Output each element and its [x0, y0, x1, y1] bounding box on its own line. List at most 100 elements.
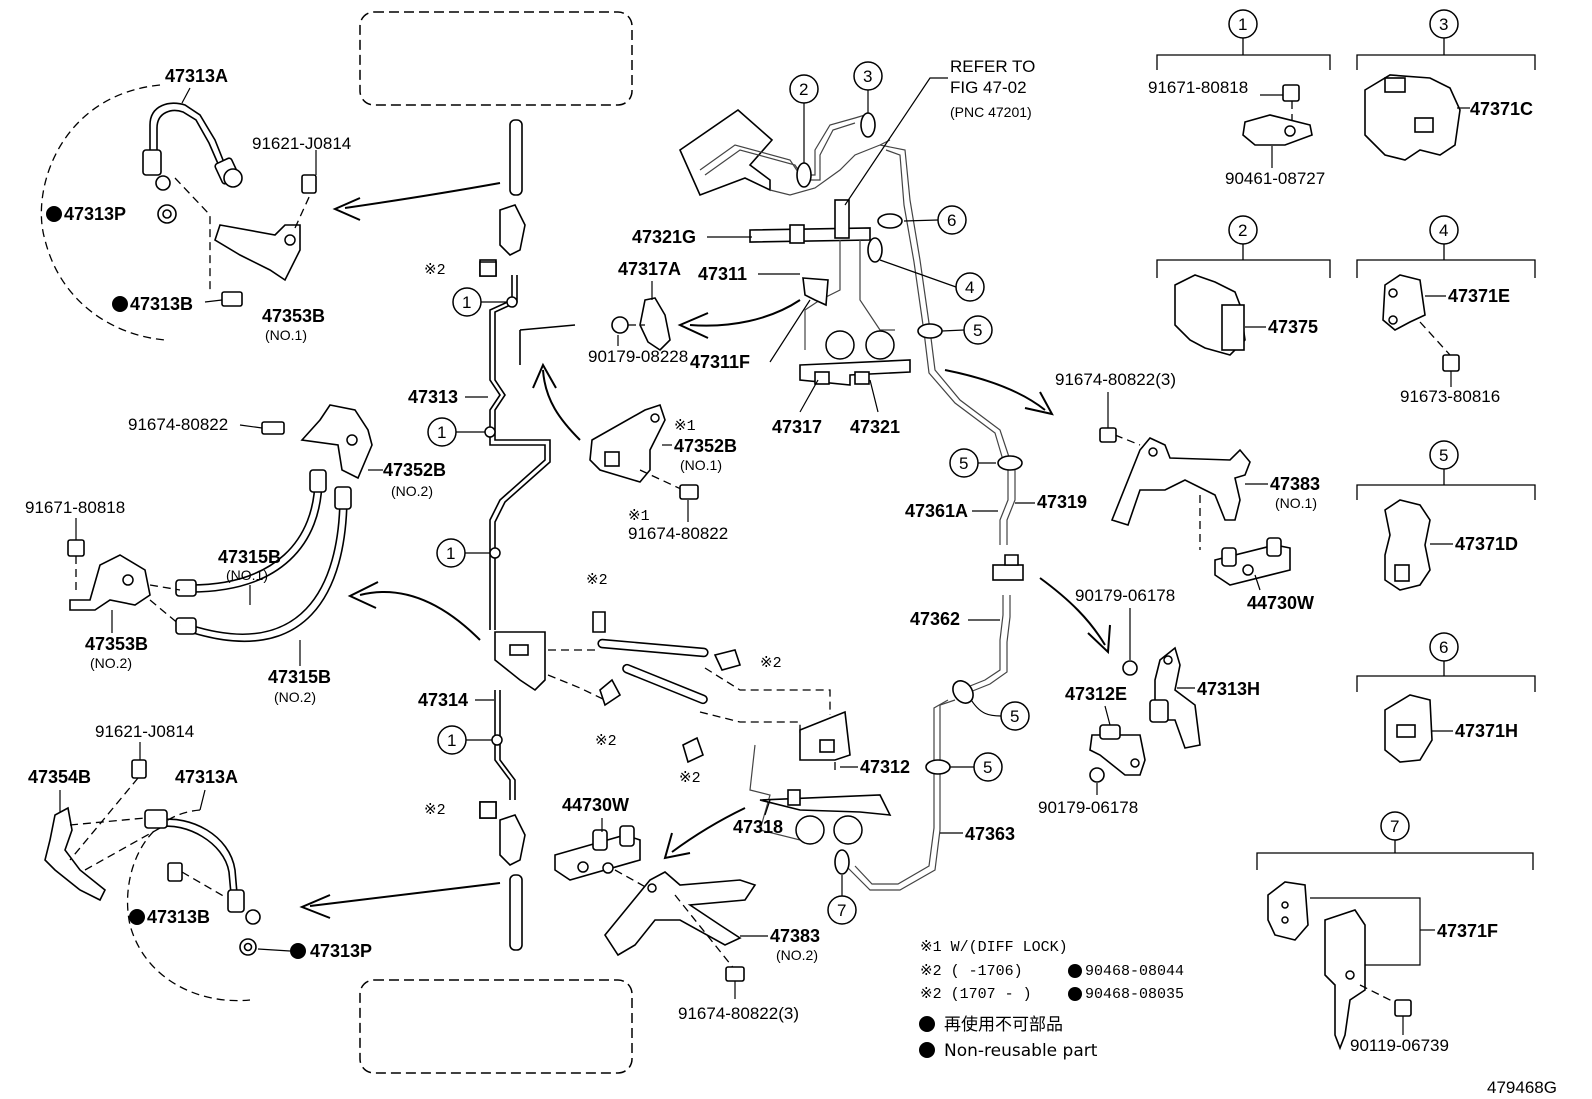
clip-group-2: 2 — [1156, 215, 1331, 356]
label-47371D: 47371D — [1455, 534, 1518, 554]
callout-5-b: 5 — [949, 448, 1023, 478]
note1-text: ※1 W/(DIFF LOCK) — [920, 939, 1068, 956]
svg-text:1: 1 — [1238, 15, 1247, 34]
svg-text:5: 5 — [959, 454, 968, 473]
callout-4: 4 — [867, 237, 985, 302]
label-44730W-bot: 44730W — [562, 795, 629, 815]
note1-mark-b: ※1 — [628, 508, 650, 525]
label-91674-r: 91674-80822(3) — [1055, 370, 1176, 389]
callout-1-b: 1 — [427, 417, 485, 447]
svg-text:2: 2 — [1238, 221, 1247, 240]
label-47313A-bot: 47313A — [175, 767, 238, 787]
label-47313A-top: 47313A — [165, 66, 228, 86]
svg-text:7: 7 — [1390, 817, 1399, 836]
label-47371H: 47371H — [1455, 721, 1518, 741]
label-47313B-top: 47313B — [130, 294, 193, 314]
label-47319: 47319 — [1037, 492, 1087, 512]
nonreusable-dot — [1068, 987, 1082, 1001]
dashed-box-bottom — [359, 979, 633, 1074]
note2-mark-e: ※2 — [595, 733, 617, 750]
svg-text:1: 1 — [437, 423, 446, 442]
note2-mark-f: ※2 — [679, 770, 701, 787]
svg-text:5: 5 — [1439, 446, 1448, 465]
clip-group-3: 3 — [1356, 9, 1536, 161]
nonreusable-dot — [129, 909, 145, 925]
svg-text:6: 6 — [947, 211, 956, 230]
rear-pipe-lines — [839, 470, 1024, 891]
label-47318: 47318 — [733, 817, 783, 837]
svg-text:1: 1 — [446, 544, 455, 563]
label-91674-mid: 91674-80822 — [628, 524, 728, 543]
label-47353B-no1: 47353B — [262, 306, 325, 326]
label-47315B-no2: 47315B — [268, 667, 331, 687]
label-47313: 47313 — [408, 387, 458, 407]
label-44730W-r: 44730W — [1247, 593, 1314, 613]
refer-pnc-label: (PNC 47201) — [950, 104, 1032, 120]
valve-44730W-right — [1214, 537, 1291, 586]
svg-text:3: 3 — [1439, 15, 1448, 34]
label-47371E: 47371E — [1448, 286, 1510, 306]
label-47312: 47312 — [860, 757, 910, 777]
front-hose-group-bottom — [44, 759, 261, 1002]
label-47315B-no2-sub: (NO.2) — [274, 689, 316, 705]
label-47312E: 47312E — [1065, 684, 1127, 704]
clip-group-4: 4 — [1356, 215, 1536, 372]
note2-mark-a: ※2 — [424, 262, 446, 279]
svg-text:3: 3 — [863, 67, 872, 86]
svg-text:1: 1 — [447, 731, 456, 750]
label-47317: 47317 — [772, 417, 822, 437]
note2b-part: 90468-08035 — [1085, 986, 1184, 1003]
callout-1-a: 1 — [452, 287, 507, 317]
note2-mark-b: ※2 — [424, 802, 446, 819]
note2-mark-d: ※2 — [760, 655, 782, 672]
figure-id: 479468G — [1487, 1078, 1557, 1097]
label-47315B-no1-sub: (NO.1) — [226, 567, 268, 583]
label-90119: 90119-06739 — [1350, 1036, 1449, 1055]
callout-5-c: 5 — [952, 680, 1030, 731]
clip-group-6: 6 — [1356, 632, 1536, 763]
label-47313P-top: 47313P — [64, 204, 126, 224]
label-47321: 47321 — [850, 417, 900, 437]
note2b-text: ※2 (1707 - ) — [920, 986, 1032, 1003]
label-47313H: 47313H — [1197, 679, 1260, 699]
legend-dot-jp — [919, 1016, 935, 1032]
refer-fig-label: FIG 47-02 — [950, 78, 1027, 97]
label-47353B-no1-sub: (NO.1) — [265, 327, 307, 343]
label-47311F: 47311F — [690, 352, 750, 372]
label-91674-bot: 91674-80822(3) — [678, 1004, 799, 1023]
callout-3: 3 — [853, 61, 883, 138]
callout-6: 6 — [877, 205, 967, 235]
label-47317A: 47317A — [618, 259, 681, 279]
svg-text:7: 7 — [837, 901, 846, 920]
label-47313B-bot: 47313B — [147, 907, 210, 927]
callout-2: 2 — [789, 74, 819, 188]
clip-group-7: 7 — [1256, 811, 1534, 1051]
label-47353B-no2-sub: (NO.2) — [90, 655, 132, 671]
note1-mark-a: ※1 — [674, 418, 696, 435]
clip-marks — [592, 611, 742, 764]
hose-group-middle — [67, 404, 373, 643]
bracket-47312E — [1089, 660, 1146, 783]
bracket-47352B-no1 — [589, 403, 699, 500]
label-90461: 90461-08727 — [1225, 169, 1325, 188]
bracket-47317A — [611, 297, 671, 352]
bracket-47313H — [1149, 646, 1201, 749]
label-47371C: 47371C — [1470, 99, 1533, 119]
callout-7-center: 7 — [827, 849, 857, 925]
label-47363: 47363 — [965, 824, 1015, 844]
label-47361A: 47361A — [905, 501, 968, 521]
label-47383-no1-sub: (NO.1) — [1275, 495, 1317, 511]
svg-text:1: 1 — [462, 293, 471, 312]
front-hose-group-top — [40, 84, 317, 341]
label-47383-no2-sub: (NO.2) — [776, 947, 818, 963]
nonreusable-dot — [46, 206, 62, 222]
label-47352B-no2: 47352B — [383, 460, 446, 480]
note2-mark-c: ※2 — [586, 572, 608, 589]
label-47311: 47311 — [698, 264, 747, 284]
callout-5-d: 5 — [925, 752, 1003, 782]
callout-5-a: 5 — [917, 315, 993, 345]
legend-en: Non-reusable part — [944, 1041, 1098, 1061]
label-47313P-bot: 47313P — [310, 941, 372, 961]
svg-text:4: 4 — [965, 278, 974, 297]
